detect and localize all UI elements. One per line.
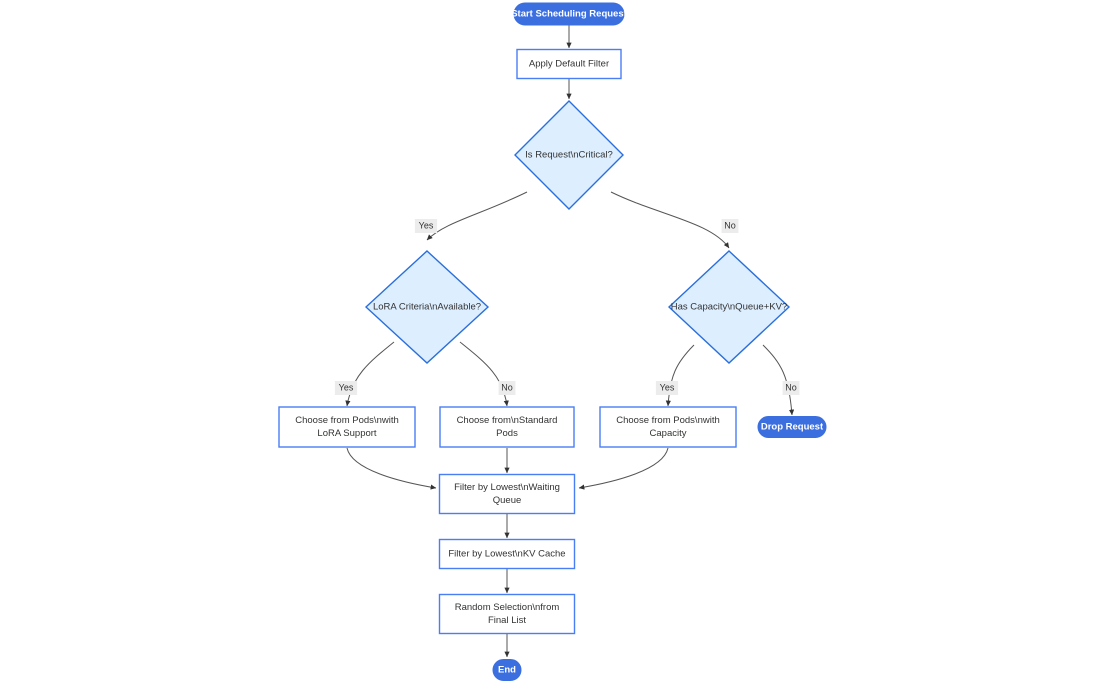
node-start[interactable]: Start Scheduling Request — [511, 2, 628, 26]
edge-pods_capacity-to-filter_queue — [578, 447, 669, 490]
node-has_capacity[interactable]: Has Capacity\nQueue+KV? — [667, 250, 791, 364]
process-shape — [599, 406, 737, 448]
node-lora_criteria[interactable]: LoRA Criteria\nAvailable? — [364, 250, 490, 364]
edge-has_capacity-to-drop_request — [762, 344, 795, 416]
node-label-end: End — [498, 665, 516, 676]
node-label-apply_filter: Apply Default Filter — [529, 59, 609, 70]
edges-layer — [345, 25, 795, 658]
edge-is_critical-to-lora_criteria — [426, 191, 528, 241]
node-is_critical[interactable]: Is Request\nCritical? — [514, 100, 624, 210]
edge-lora_criteria-to-pods_standard — [459, 341, 509, 407]
terminal-shape — [492, 659, 522, 681]
edge-label-has_capacity-no: No — [782, 381, 800, 395]
process-shape — [438, 473, 576, 515]
node-label-is_critical: Is Request\nCritical? — [525, 150, 613, 161]
decision-shape — [364, 250, 490, 364]
edge-label-text: Yes — [419, 220, 434, 230]
node-label-pods_standard: Choose from\nStandard — [457, 415, 558, 426]
node-label-pods_capacity: Capacity — [650, 428, 687, 439]
node-label-pods_capacity: Choose from Pods\nwith — [616, 415, 720, 426]
edge-label-bg — [782, 381, 800, 395]
process-shape — [438, 593, 576, 635]
edge-label-text: No — [785, 382, 797, 392]
edge-label-bg — [655, 381, 679, 395]
terminal-shape — [757, 416, 827, 438]
node-label-filter_queue: Queue — [493, 495, 522, 506]
node-label-has_capacity: Has Capacity\nQueue+KV? — [671, 302, 787, 313]
edge-label-bg — [498, 381, 516, 395]
edge-label-is_critical-yes: Yes — [414, 219, 438, 233]
node-label-start: Start Scheduling Request — [511, 9, 627, 20]
node-label-pods_lora: Choose from Pods\nwith — [295, 415, 399, 426]
edge-label-is_critical-no: No — [721, 219, 739, 233]
edge-label-bg — [721, 219, 739, 233]
node-end[interactable]: End — [492, 659, 522, 681]
edge-label-bg — [334, 381, 358, 395]
node-apply_filter[interactable]: Apply Default Filter — [516, 48, 622, 80]
edge-is_critical-to-has_capacity — [610, 191, 730, 249]
edge-label-lora_criteria-no: No — [498, 381, 516, 395]
decision-shape — [514, 100, 624, 210]
process-shape — [438, 538, 576, 570]
edge-label-lora_criteria-yes: Yes — [334, 381, 358, 395]
node-label-pods_lora: LoRA Support — [317, 428, 377, 439]
decision-shape — [667, 250, 791, 364]
edge-label-bg — [414, 219, 438, 233]
process-shape — [439, 406, 575, 448]
node-label-filter_kv: Filter by Lowest\nKV Cache — [448, 549, 565, 560]
node-label-pods_standard: Pods — [496, 428, 518, 439]
node-label-lora_criteria: LoRA Criteria\nAvailable? — [373, 302, 481, 313]
node-label-drop_request: Drop Request — [761, 422, 824, 433]
edge-label-text: No — [724, 220, 736, 230]
edge-label-text: Yes — [339, 382, 354, 392]
node-label-random_sel: Final List — [488, 615, 526, 626]
node-drop_request[interactable]: Drop Request — [757, 416, 827, 438]
edge-lora_criteria-to-pods_lora — [345, 341, 395, 407]
edge-label-text: Yes — [660, 382, 675, 392]
terminal-shape — [513, 2, 625, 26]
node-label-random_sel: Random Selection\nfrom — [455, 602, 560, 613]
edge-label-has_capacity-yes: Yes — [655, 381, 679, 395]
node-label-filter_queue: Filter by Lowest\nWaiting — [454, 482, 560, 493]
process-shape — [516, 48, 622, 80]
process-shape — [278, 406, 416, 448]
node-filter_kv[interactable]: Filter by Lowest\nKV Cache — [438, 538, 576, 570]
edge-pods_lora-to-filter_queue — [346, 447, 437, 490]
edge-label-text: No — [501, 382, 513, 392]
edge-has_capacity-to-pods_capacity — [665, 344, 695, 407]
